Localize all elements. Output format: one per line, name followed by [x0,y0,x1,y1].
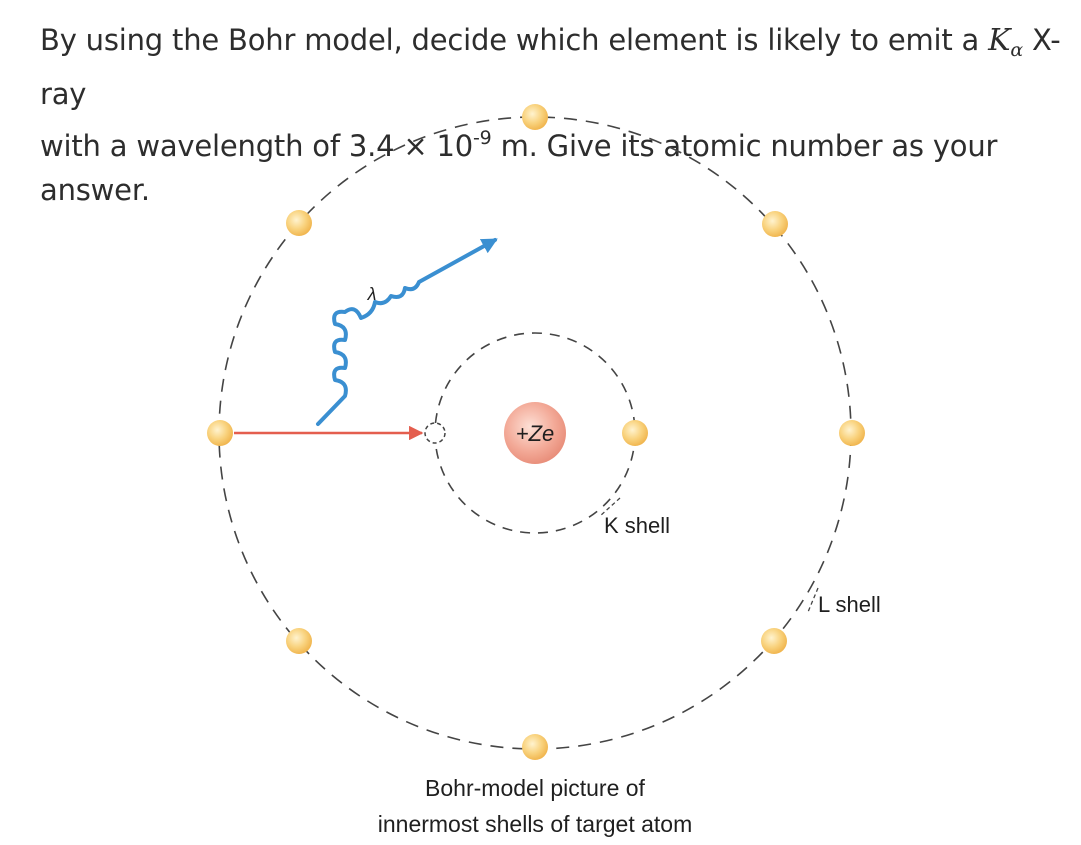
photon-wave [316,238,498,426]
k-shell-pointer [599,497,621,517]
l-shell-label: L shell [818,592,881,617]
l-shell-electron [286,210,312,236]
l-shell-pointer [807,587,819,613]
k-shell-vacancy [424,422,446,444]
l-shell-electron [761,628,787,654]
k-alpha-subscript: α [1010,39,1024,61]
question-line2b: m. Give its atomic number as your answer… [40,129,998,207]
question-part1: By using the Bohr model, decide which el… [40,23,989,57]
diagram-caption-line1: Bohr-model picture of [425,775,645,801]
l-shell-electron [286,628,312,654]
k-shell-label: K shell [604,513,670,538]
diagram-caption-line2: innermost shells of target atom [378,811,692,837]
wavelength-exponent: -9 [473,127,492,149]
l-shell-electron [522,734,548,760]
nucleus-label: +Ze [516,421,555,446]
l-shell-electron [522,104,548,130]
l-shell-electron-transitioning [207,420,233,446]
question-text: By using the Bohr model, decide which el… [40,18,1070,212]
l-shell-electron [839,420,865,446]
k-shell-electron [622,420,648,446]
k-alpha-symbol: Kα [988,23,1024,61]
wavelength-symbol: λ [367,284,377,304]
question-part2: X-ray [40,23,1061,111]
l-shell-electron [762,211,788,237]
nucleus [504,402,566,464]
